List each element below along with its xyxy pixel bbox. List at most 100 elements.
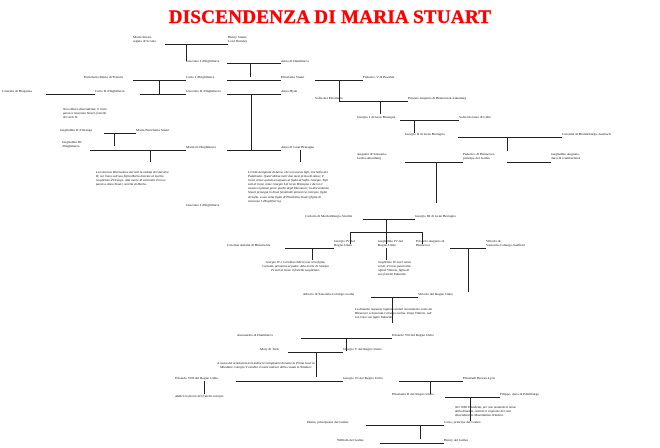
- person-federico-hannover: Federico di Hannover, principe del Galle…: [463, 152, 495, 161]
- person-giacomo-ii: Giacomo II d'Inghilterra: [186, 89, 221, 93]
- descent-line: [159, 79, 160, 93]
- person-giacomo-i: Giacomo I d'Inghilterra: [186, 59, 220, 63]
- person-william-galles: William del Galles: [337, 438, 364, 442]
- person-carlo-galles: Carlo, principe del Galles: [444, 420, 481, 424]
- union-line: [458, 136, 562, 138]
- union-line: [399, 380, 463, 382]
- person-carlo-i: Carlo I d'Inghilterra: [186, 75, 215, 79]
- descent-line: [414, 119, 415, 133]
- note-guglielmo-iv-no-heirs: Guglielmo IV morì senza eredi; il trono …: [378, 260, 411, 277]
- person-mary-teck: Mary di Teck: [260, 347, 279, 351]
- person-vittoria-sassonia: Vittoria di Sassonia-Coburgo-Saalfeld: [486, 239, 525, 248]
- person-guglielmo-augusto: Guglielmo Augusto, duca di Cumberland: [551, 152, 580, 161]
- sibling-line: [140, 93, 186, 95]
- descent-line: [422, 231, 423, 244]
- note-successione-hannover: L'erede designata di Anna, che non aveva…: [248, 170, 329, 203]
- person-maria-ii: Maria II d'Inghilterra: [186, 145, 217, 149]
- note-gloriosa-rivoluzione: La Gloriosa Rivoluzione decretò la cadut…: [96, 170, 169, 187]
- descent-line: [114, 132, 115, 146]
- person-edoardo-vii: Edoardo VII del Regno Unito: [392, 333, 435, 337]
- person-edoardo-viii: Edoardo VIII del Regno Unito: [175, 376, 219, 380]
- person-filippo-edimburgo: Filippo, duca di Edimburgo: [500, 392, 540, 396]
- union-line: [445, 396, 500, 398]
- descent-line: [430, 380, 431, 394]
- note-cambio-dinastia: La dinastia regnante inglese cambiò nuov…: [355, 307, 432, 320]
- person-anna-danimarca: Anna di Danimarca: [281, 59, 309, 63]
- person-alberto-sassonia: Alberto di Sassonia-Coburgo-Gotha: [303, 292, 355, 296]
- descent-line: [312, 247, 313, 260]
- union-line: [227, 93, 281, 95]
- note-windsor: A causa dei sentimenti anti-tedeschi svi…: [217, 361, 315, 370]
- sibling-line: [507, 161, 551, 163]
- person-carolina-amalia: Carolina Amalia di Brunswick: [227, 243, 271, 247]
- descent-line: [436, 161, 437, 203]
- descent-line: [470, 396, 471, 421]
- person-giorgio-v: Giorgio V del Regno Unito: [343, 347, 382, 351]
- person-guglielmo-iv: Guglielmo IV del Regno Unito: [378, 239, 403, 248]
- person-edoardo-augusto: Edoardo Augusto di Hannover: [416, 239, 445, 248]
- descent-line: [204, 380, 205, 394]
- union-line: [363, 218, 415, 220]
- person-maria-enrichetta: Maria Enrichetta Stuart: [136, 128, 170, 132]
- sibling-line: [227, 149, 281, 151]
- person-elisabeth-bowes: Elisabeth Bowes-Lyon: [463, 376, 496, 380]
- person-henry-stuart: Henry Stuart, Lord Darnley: [228, 35, 248, 44]
- descent-line: [420, 424, 421, 439]
- union-line: [400, 119, 459, 121]
- note-abdicazione: Abdicò in favore del fratello Giorgio: [175, 394, 224, 398]
- person-guglielmo-ii-orange: Guglielmo II d'Orange: [60, 128, 93, 132]
- descent-line: [386, 247, 387, 260]
- page-title: DISCENDENZA DI MARIA STUART: [168, 7, 492, 28]
- union-line: [405, 161, 463, 163]
- descent-line: [346, 337, 347, 351]
- descent-line: [186, 44, 187, 61]
- descent-line: [251, 115, 252, 150]
- person-anna-gran-bretagna: Anna di Gran Bretagna: [281, 145, 314, 149]
- union-line: [46, 93, 95, 95]
- person-sofia-palatinato: Sofia del Palatinato: [315, 96, 343, 100]
- person-enrichetta-maria: Enrichetta Maria di Francia: [84, 75, 124, 79]
- union-line: [165, 44, 228, 45]
- union-line: [90, 149, 186, 151]
- person-elisabetta-ii: Elisabetta II del Regno Unito: [392, 392, 434, 396]
- person-sofia-dorotea: Sofia Dorotea di Celle: [459, 115, 491, 119]
- link-line: [339, 100, 350, 102]
- descent-line: [386, 218, 387, 232]
- sibling-line: [227, 79, 281, 81]
- descent-line: [251, 93, 252, 116]
- person-carlo-ii: Carlo II d'Inghilterra: [95, 89, 125, 93]
- sibling-line: [380, 442, 444, 444]
- descent-line: [380, 100, 381, 114]
- person-vittoria-regno-unito: Vittoria del Regno Unito: [418, 292, 454, 296]
- union-line: [350, 100, 408, 102]
- union-line: [288, 351, 343, 353]
- person-carolina-brandeburgo: Carolina di Brandeburgo-Ansbach: [562, 132, 611, 136]
- person-carlotta-meclemburgo: Carlotta di Meclemburgo-Strelitz: [305, 214, 353, 218]
- note-mountbatten: Nel 1960 Elisabetta, per non mutando il …: [455, 405, 516, 418]
- union-line: [104, 132, 136, 134]
- descent-line: [350, 231, 351, 244]
- descent-line: [150, 149, 151, 162]
- union-line: [371, 296, 418, 298]
- person-maria-stuart: Maria Stuart, regina di Scozia: [133, 35, 156, 44]
- person-anna-hyde: Anna Hyde: [281, 89, 298, 93]
- person-giorgio-ii: Giorgio II di Gran Bretagna: [405, 132, 445, 136]
- person-ernesto-augusto: Ernesto Augusto di Brunswick-Luneburg: [408, 96, 467, 100]
- descent-line: [300, 149, 301, 162]
- union-line: [227, 63, 281, 64]
- descent-line: [386, 231, 387, 244]
- descent-line: [507, 136, 508, 151]
- descent-line: [392, 296, 393, 323]
- person-giorgio-vi: Giorgio VI del Regno Unito: [343, 376, 383, 380]
- person-giorgio-iv: Giorgio IV del Regno Unito: [334, 239, 355, 248]
- person-caterina-braganza: Caterina di Braganza: [2, 89, 32, 93]
- descent-line: [339, 92, 340, 101]
- person-giorgio-iii: Giorgio III di Gran Bretagna: [415, 214, 456, 218]
- person-guglielmo-iii: Guglielmo III d'Inghilterra: [62, 140, 82, 149]
- descent-line: [339, 79, 340, 93]
- note-no-heirs-carlo-ii: Non ebbero discendenza; il trono passò a…: [63, 107, 107, 120]
- person-elisabetta-stuart: Elisabetta Stuart: [281, 75, 305, 79]
- descent-line: [250, 63, 251, 77]
- person-alessandra-danimarca: Alessandra di Danimarca: [237, 333, 273, 337]
